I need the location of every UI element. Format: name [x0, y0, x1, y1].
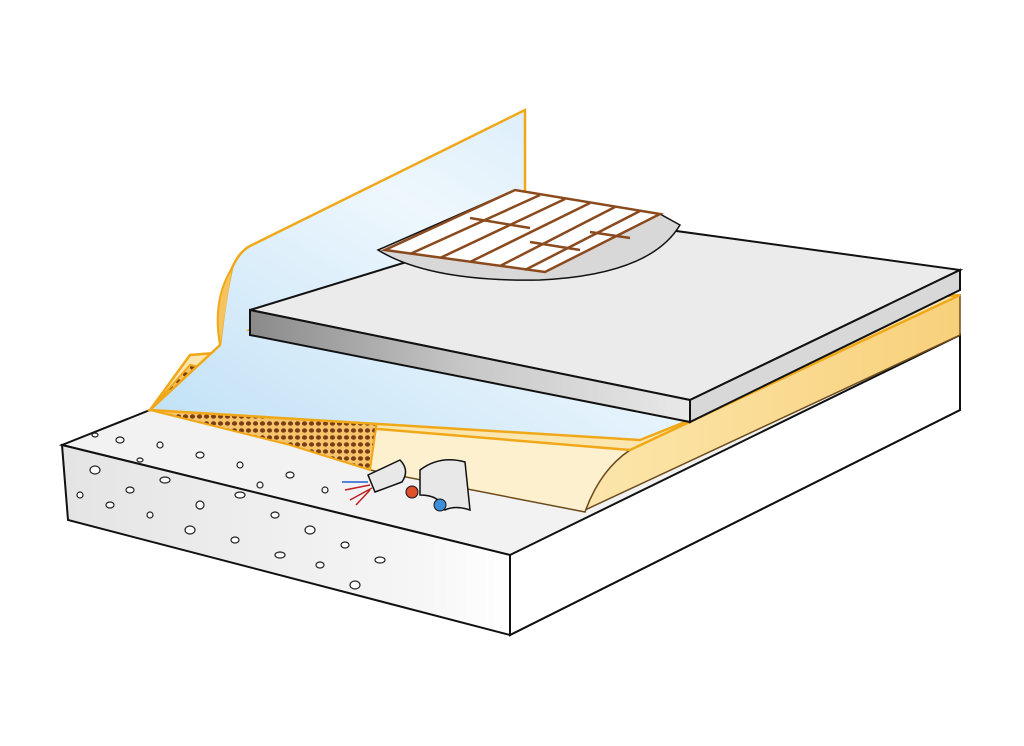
- parquet-cutout: [376, 188, 682, 281]
- electric-cable: [342, 459, 407, 506]
- heating-pipes: [405, 459, 471, 512]
- aggregate-stones: [76, 432, 386, 590]
